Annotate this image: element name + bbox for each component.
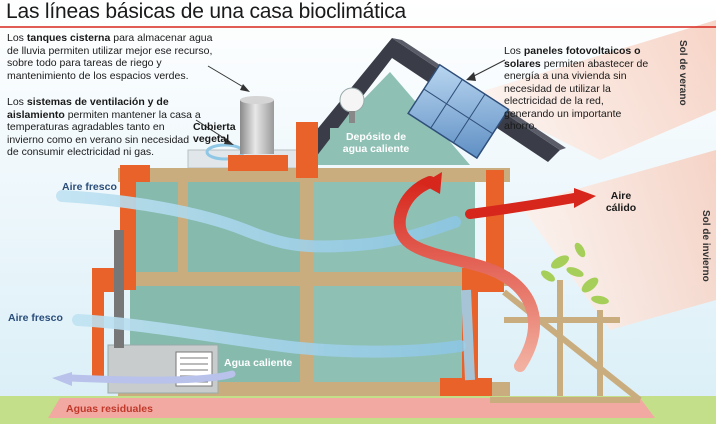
- label-cool-air-lower: Aire fresco: [8, 312, 63, 324]
- right-upper-wall: [486, 170, 504, 282]
- pointer-tanques-head: [240, 84, 250, 92]
- note-paneles-pre: Los: [504, 45, 524, 57]
- cool-air-flow-wall: [461, 289, 475, 381]
- label-warm-air: Aire cálido: [605, 190, 637, 214]
- solar-collector-globe: [339, 87, 365, 113]
- label-hot-water-tank: Depósito de agua caliente: [342, 131, 410, 155]
- hot-water-tank-zone: [330, 128, 420, 164]
- note-tanques-post: para almacenar agua de lluvia permiten u…: [7, 32, 213, 82]
- pointer-ventilacion: [195, 119, 231, 143]
- warm-air-exit: [465, 193, 579, 219]
- cool-air-flow-lower: [72, 314, 466, 358]
- note-paneles-bold: paneles fotovoltaicos o solares: [504, 45, 641, 70]
- tree-foliage: [541, 242, 609, 305]
- right-footing: [440, 378, 492, 396]
- center-column: [300, 170, 314, 386]
- note-ventilacion-bold: sistemas de ventilación y de aislamiento: [7, 96, 169, 121]
- note-paneles-post: permiten abastecer de energía a una vivi…: [504, 57, 649, 133]
- label-green-roof: Cubierta vegetal: [193, 121, 236, 145]
- pointer-paneles-head: [466, 72, 476, 81]
- warm-air-arrowhead-out: [574, 188, 596, 208]
- attic-wall-left: [296, 122, 318, 178]
- label-waste-water: Aguas residuales: [66, 403, 153, 415]
- note-rainwater-tanks: Los tanques cisterna para almacenar agua…: [7, 32, 217, 82]
- waste-water-arrowhead: [52, 372, 72, 386]
- pointer-tanques: [207, 65, 246, 89]
- waste-water-flow: [66, 370, 236, 384]
- warm-air-flow: [393, 176, 541, 372]
- label-cool-air-upper: Aire fresco: [62, 181, 117, 193]
- pointer-paneles: [469, 59, 506, 79]
- roof-parapet: [228, 155, 288, 171]
- note-solar-panels: Los paneles fotovoltaicos o solares perm…: [504, 45, 654, 133]
- left-column: [178, 180, 188, 276]
- note-tanques-pre: Los: [7, 32, 27, 44]
- rainwater-tank: [240, 100, 274, 154]
- note-tanques-bold: tanques cisterna: [26, 32, 111, 44]
- warm-air-arrowhead-up: [422, 172, 442, 194]
- label-winter-sun: Sol de invierno: [700, 210, 711, 282]
- note-ventilation-systems: Los sistemas de ventilación y de aislami…: [7, 96, 202, 159]
- note-ventilacion-post: permiten mantener la casa a temperaturas…: [7, 108, 201, 159]
- label-hot-water: Agua caliente: [224, 357, 293, 369]
- page-title: Las líneas básicas de una casa bioclimát…: [6, 0, 406, 23]
- collector-post: [349, 111, 355, 123]
- note-ventilacion-pre: Los: [7, 96, 27, 108]
- pointer-ventilacion-head: [224, 138, 234, 145]
- summer-sun-ray: [470, 20, 716, 160]
- drain-pipe: [114, 230, 124, 348]
- heater-grille-lines: [180, 357, 208, 383]
- label-summer-sun: Sol de verano: [677, 40, 688, 106]
- solar-panels: [407, 63, 510, 160]
- tank-top: [240, 96, 274, 104]
